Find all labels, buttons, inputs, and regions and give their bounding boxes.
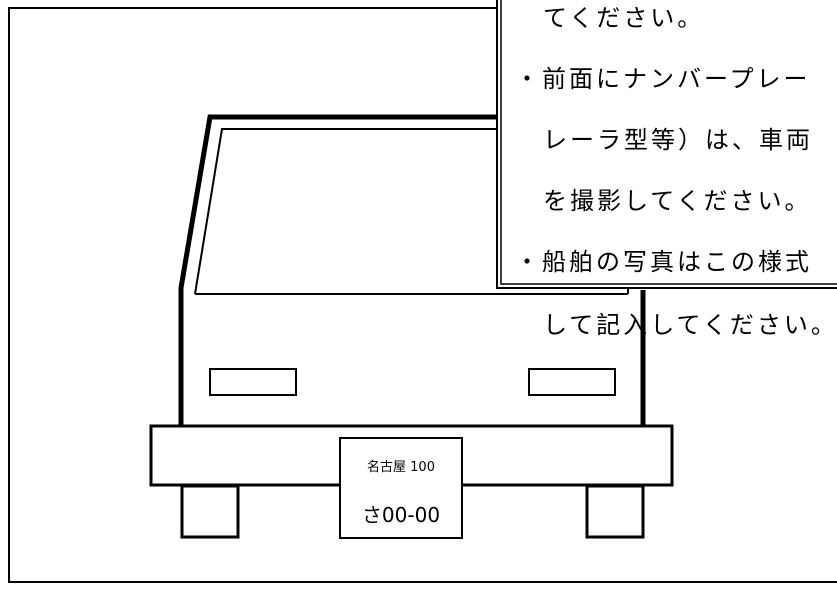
windshield-left <box>194 128 497 295</box>
note-line-4: を撮影してください。 <box>543 187 812 215</box>
frame-border <box>8 7 837 583</box>
note-line-1: てください。 <box>543 4 705 32</box>
callout-inner-border <box>500 0 837 285</box>
note-line-5: ・船舶の写真はこの様式 <box>515 248 812 276</box>
tire-right <box>585 484 645 539</box>
headlight-left <box>209 368 297 396</box>
note-line-6: して記入してください。 <box>543 311 837 339</box>
instruction-callout <box>496 0 837 289</box>
tire-left <box>180 484 240 539</box>
plate-serial: さ00-00 <box>362 503 440 527</box>
note-line-3: レーラ型等）は、車両 <box>543 126 813 154</box>
headlight-right <box>528 368 616 396</box>
cab-outline <box>178 114 497 425</box>
callout-outer-border <box>496 0 837 289</box>
truck-illustration: 名古屋 100 さ00-00 <box>149 114 674 539</box>
plate-region-number: 名古屋 100 <box>367 459 435 475</box>
license-plate <box>339 437 463 539</box>
note-line-2: ・前面にナンバープレー <box>515 65 811 93</box>
